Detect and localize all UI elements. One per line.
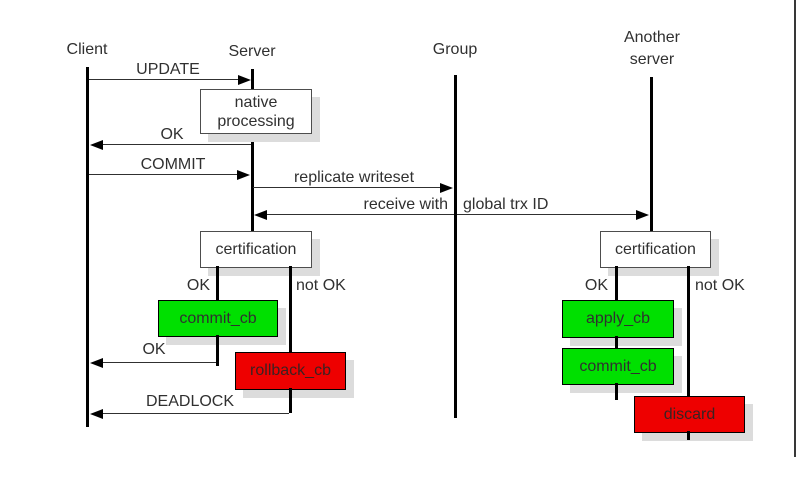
arrow-replicate-writeset xyxy=(253,187,441,188)
arrow-deadlock xyxy=(102,413,289,414)
branch-label-another-ok: OK xyxy=(584,277,608,294)
lifeline-another-ok-branch-tail xyxy=(615,383,618,400)
certification-server-label: certification xyxy=(215,241,297,258)
activity-box-native-processing: native processing xyxy=(200,89,312,134)
native-processing-line2: processing xyxy=(217,112,295,130)
rollback-cb-label: rollback_cb xyxy=(250,362,331,379)
arrow-ok-native xyxy=(102,144,251,145)
lifeline-server-ok-branch-tail xyxy=(216,335,219,366)
lifeline-another-notok-branch xyxy=(687,266,690,396)
arrow-commit xyxy=(88,174,237,175)
arrow-ok-commit xyxy=(102,362,216,363)
message-label-commit: COMMIT xyxy=(140,156,206,173)
lifeline-server-upper xyxy=(251,69,254,89)
actor-label-another-server: Another server xyxy=(602,27,702,71)
message-label-update: UPDATE xyxy=(136,61,200,78)
commit-cb-another-label: commit_cb xyxy=(579,357,657,375)
callback-box-discard: discard xyxy=(634,396,745,433)
arrow-receive-writeset xyxy=(266,214,637,215)
arrowhead-commit xyxy=(237,170,250,180)
lifeline-server-lower xyxy=(251,132,254,231)
arrowhead-replicate-writeset xyxy=(440,183,453,193)
actor-label-client: Client xyxy=(66,41,108,58)
callback-box-apply-cb: apply_cb xyxy=(562,300,674,338)
actor-label-another-line2: server xyxy=(629,51,675,68)
lifeline-another-server xyxy=(650,77,653,231)
arrowhead-deadlock xyxy=(90,409,103,419)
message-label-deadlock: DEADLOCK xyxy=(145,393,235,410)
actor-label-server: Server xyxy=(228,43,276,60)
discard-label: discard xyxy=(663,405,716,423)
callback-box-rollback-cb: rollback_cb xyxy=(235,352,346,390)
lifeline-server-notok-branch xyxy=(289,266,292,352)
activity-box-certification-server: certification xyxy=(200,231,312,268)
arrowhead-update xyxy=(238,75,251,85)
lifeline-another-ok-branch-mid xyxy=(615,336,618,348)
lifeline-group xyxy=(454,75,457,418)
branch-label-server-ok: OK xyxy=(186,277,210,294)
arrowhead-ok-native xyxy=(90,140,103,150)
message-label-global-trx-id: global trx ID xyxy=(463,196,549,213)
lifeline-server-notok-branch-tail xyxy=(289,388,292,413)
lifeline-another-ok-branch xyxy=(615,266,618,300)
message-label-ok-native: OK xyxy=(160,126,184,143)
message-label-receive-with: receive with xyxy=(363,196,448,213)
lifeline-another-notok-branch-tail xyxy=(687,431,690,440)
arrowhead-ok-commit xyxy=(90,358,103,368)
lifeline-server-ok-branch xyxy=(216,266,219,300)
arrow-update xyxy=(88,79,238,80)
certification-another-label: certification xyxy=(615,241,696,258)
callback-box-commit-cb-server: commit_cb xyxy=(158,300,278,337)
apply-cb-label: apply_cb xyxy=(585,310,651,327)
actor-label-another-line1: Another xyxy=(623,29,681,46)
arrowhead-receive-left xyxy=(254,210,267,220)
callback-box-commit-cb-another: commit_cb xyxy=(562,348,674,385)
actor-label-group: Group xyxy=(432,41,478,58)
arrowhead-receive-right xyxy=(636,210,649,220)
frame-right-edge xyxy=(794,0,796,457)
native-processing-line1: native xyxy=(234,93,278,111)
branch-label-server-not-ok: not OK xyxy=(296,277,346,294)
lifeline-client xyxy=(86,67,89,427)
branch-label-another-not-ok: not OK xyxy=(695,277,745,294)
commit-cb-server-label: commit_cb xyxy=(179,309,257,327)
activity-box-certification-another: certification xyxy=(600,231,711,268)
message-label-replicate-writeset: replicate writeset xyxy=(293,169,415,186)
message-label-ok-commit: OK xyxy=(142,341,166,358)
